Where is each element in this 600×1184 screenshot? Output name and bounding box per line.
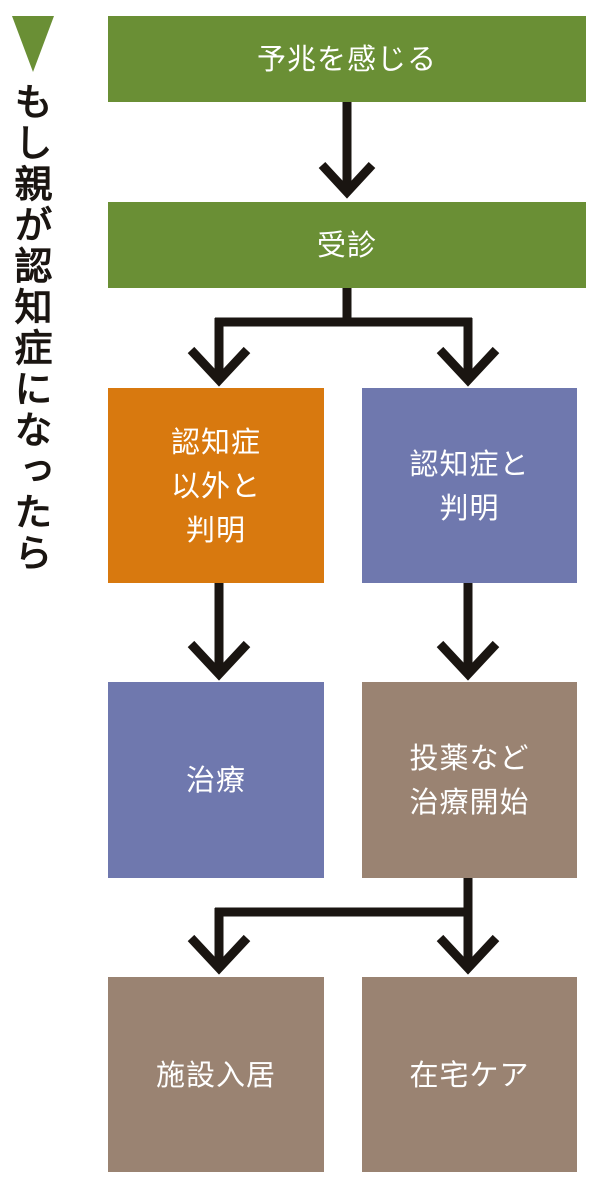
node-dementia: 認知症と 判明 xyxy=(362,388,577,583)
triangle-marker-icon xyxy=(12,16,54,72)
node-home-care: 在宅ケア xyxy=(362,977,577,1172)
diagram-title: もし親が認知症になったら xyxy=(8,82,52,574)
node-label: 投薬など 治療開始 xyxy=(409,741,530,819)
arrow-premonition-to-consultation xyxy=(318,102,376,199)
node-premonition: 予兆を感じる xyxy=(108,16,586,102)
node-label: 認知症と 判明 xyxy=(409,446,530,525)
arrowhead-right-2 xyxy=(436,934,500,975)
node-facility: 施設入居 xyxy=(108,977,324,1172)
arrowhead-left-1 xyxy=(187,346,251,387)
arrow-not-dementia-to-treatment xyxy=(187,583,251,681)
arrow-consultation-branch xyxy=(214,288,473,378)
node-label: 認知症 以外と 判明 xyxy=(170,424,261,547)
arrowhead-right-1 xyxy=(436,346,500,387)
node-treatment: 治療 xyxy=(108,682,324,878)
node-label: 施設入居 xyxy=(155,1057,276,1092)
node-consultation: 受診 xyxy=(108,202,586,288)
node-label: 予兆を感じる xyxy=(256,42,437,76)
arrow-medication-branch xyxy=(214,878,473,966)
node-medication: 投薬など 治療開始 xyxy=(362,682,577,878)
arrow-dementia-to-medication xyxy=(436,583,500,681)
node-label: 受診 xyxy=(316,228,377,262)
node-label: 治療 xyxy=(185,763,246,797)
node-label: 在宅ケア xyxy=(409,1057,530,1092)
node-not-dementia: 認知症 以外と 判明 xyxy=(108,388,324,583)
arrowhead-left-2 xyxy=(187,934,251,975)
